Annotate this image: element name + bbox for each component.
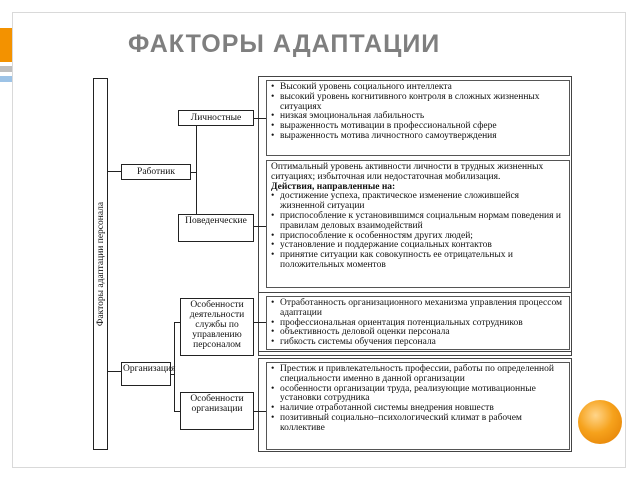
connector-root-worker xyxy=(108,171,122,172)
personal-label: Личностные xyxy=(190,113,242,123)
connector-to-org-features xyxy=(174,411,180,412)
behavioral-line-2: Действия, направленные на: xyxy=(271,181,396,192)
org-features-label: Особенности организации xyxy=(190,394,244,414)
personal-item-1: Высокий уровень социального интеллекта xyxy=(271,82,566,93)
personal-item-2: высокий уровень когнитивного контроля в … xyxy=(271,92,566,113)
slide-border xyxy=(12,12,626,468)
behavioral-item-1: достижение успеха, практическое изменени… xyxy=(271,192,566,212)
behavioral-label: Поведенческие xyxy=(185,216,247,226)
behavioral-factors-box: Оптимальный уровень активности личности … xyxy=(266,160,570,288)
personal-factors-box: Высокий уровень социального интеллекта в… xyxy=(266,80,570,156)
connector-personal xyxy=(254,118,266,119)
accent-bar-blue xyxy=(0,76,12,82)
worker-box: Работник xyxy=(121,164,191,180)
root-box: Факторы адаптации персонала xyxy=(93,78,108,450)
connector-behavioral xyxy=(254,226,266,227)
connector-worker-branch xyxy=(191,172,197,173)
mgmt-item-3: объективность деловой оценки персонала xyxy=(271,328,566,338)
accent-bar-orange xyxy=(0,28,12,62)
organization-box: Организация xyxy=(121,362,175,386)
behavioral-item-4: установление и поддержание социальных ко… xyxy=(271,241,566,251)
org-features-factors-box: Престиж и привлекательность профессии, р… xyxy=(266,362,570,450)
connector-organization-branch xyxy=(171,374,175,375)
org-item-4: позитивный социально–психологический кли… xyxy=(271,413,566,434)
organization-label: Организация xyxy=(123,364,176,374)
mgmt-item-4: гибкость системы обучения персонала xyxy=(271,337,566,348)
org-features-box: Особенности организации xyxy=(180,392,254,430)
connector-to-mgmt xyxy=(174,322,180,323)
behavioral-item-3: приспособление к особенностям других люд… xyxy=(271,231,566,242)
connector-root-organization xyxy=(108,371,122,372)
root-label: Факторы адаптации персонала xyxy=(95,201,106,327)
connector-organization-vertical xyxy=(174,322,175,412)
decorative-orb xyxy=(578,400,622,444)
personal-box: Личностные xyxy=(178,110,254,126)
personnel-mgmt-factors-box: Отработанность организационного механизм… xyxy=(266,296,570,350)
behavioral-item-5: принятие ситуации как совокупность ее от… xyxy=(271,250,566,271)
mgmt-item-1: Отработанность организационного механизм… xyxy=(271,298,566,319)
behavioral-line-1: Оптимальный уровень активности личности … xyxy=(271,162,544,182)
personal-item-4: выраженность мотивации в профессионально… xyxy=(271,121,566,132)
connector-org-features xyxy=(254,411,266,412)
personnel-mgmt-label: Особенности деятельности службы по управ… xyxy=(189,300,245,350)
behavioral-item-2: приспособление к установившимся социальн… xyxy=(271,211,566,232)
personal-item-5: выраженность мотива личностного самоутве… xyxy=(271,131,566,142)
worker-label: Работник xyxy=(137,167,175,177)
behavioral-box: Поведенческие xyxy=(178,214,254,242)
org-item-3: наличие отработанной системы внедрения н… xyxy=(271,403,566,414)
connector-worker-vertical xyxy=(196,118,197,226)
org-item-2: особенности организации труда, реализующ… xyxy=(271,384,566,405)
accent-bar-gray xyxy=(0,66,12,72)
personnel-mgmt-box: Особенности деятельности службы по управ… xyxy=(180,298,254,356)
mgmt-item-2: профессиональная ориентация потенциальны… xyxy=(271,318,566,329)
connector-mgmt xyxy=(254,322,266,323)
slide-title: ФАКТОРЫ АДАПТАЦИИ xyxy=(128,30,441,58)
org-item-1: Престиж и привлекательность профессии, р… xyxy=(271,364,566,385)
personal-item-3: низкая эмоциональная лабильность xyxy=(271,112,566,122)
